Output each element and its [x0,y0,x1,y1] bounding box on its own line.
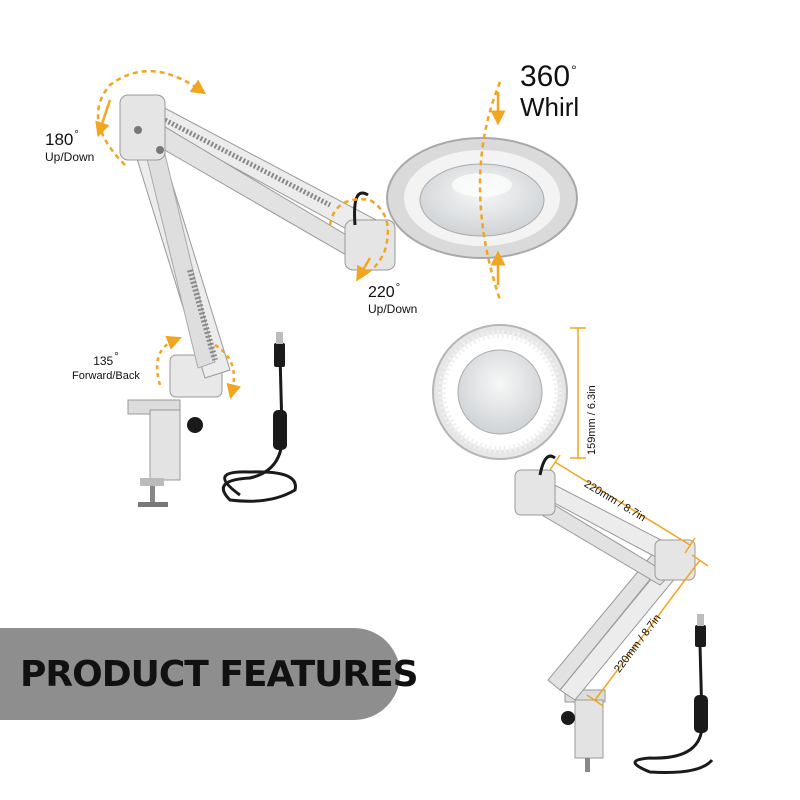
lamp-left [95,69,578,507]
usb-plug-left [274,343,285,367]
usb-plug-right [695,625,706,647]
cable-right [633,644,714,774]
switch-left [273,410,287,450]
forward-back-label: 135° Forward/Back [72,351,140,382]
banner-title: PRODUCT FEATURES [20,654,419,695]
lens-height-dimension: 159mm / 6.3in [586,385,598,455]
switch-right [694,695,708,733]
whirl-label: 360° Whirl [520,60,580,122]
lens-right [457,349,543,435]
updown-top-label: 180° Up/Down [45,129,95,164]
updown-head-label: 220° Up/Down [368,282,418,317]
lamp-right [432,324,714,774]
product-features-banner: PRODUCT FEATURES [0,628,419,720]
cable-left [221,354,297,503]
